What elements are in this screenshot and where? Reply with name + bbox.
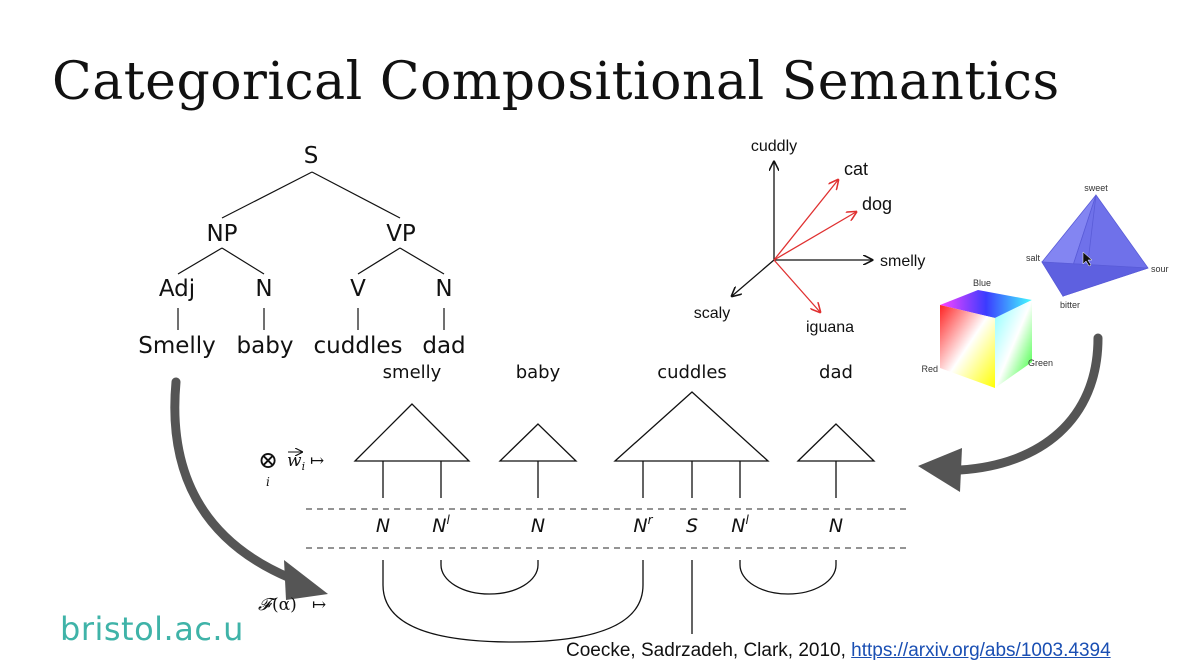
functor-arg: (α) xyxy=(272,595,297,615)
otimes-index: i xyxy=(266,475,270,489)
arrow-right xyxy=(955,333,1103,475)
type-labels: N Nl N Nr S Nl N xyxy=(376,513,843,537)
axis-scaly xyxy=(732,259,775,296)
tree-node-v: V xyxy=(350,276,366,302)
citation: Coecke, Sadrzadeh, Clark, 2010, https://… xyxy=(566,640,1111,662)
cup-wires xyxy=(382,560,837,643)
cube-label-red: Red xyxy=(921,364,938,374)
cube-label-blue: Blue xyxy=(973,278,991,288)
triangle-cuddles xyxy=(613,391,770,462)
cube-label-green: Green xyxy=(1028,358,1053,368)
axis-label-scaly: scaly xyxy=(694,305,730,322)
slide-title: Categorical Compositional Semantics xyxy=(52,52,1060,112)
tree-node-adj: Adj xyxy=(159,276,195,302)
cube-front-face xyxy=(940,305,995,388)
cup-baby-smelly xyxy=(440,560,539,595)
mapsto-symbol-2: ↦ xyxy=(312,595,326,615)
type-label-1: N xyxy=(376,515,390,537)
diagram-word-smelly: smelly xyxy=(383,362,442,383)
type-label-6: Nl xyxy=(731,513,749,537)
vector-label-dog: dog xyxy=(862,194,892,214)
type-label-3: N xyxy=(531,515,545,537)
taste-label-bitter: bitter xyxy=(1060,300,1080,310)
vector-space: cuddly smelly scaly cat dog iguana xyxy=(694,138,926,336)
triangle-smelly xyxy=(353,403,471,462)
vector-cat xyxy=(773,180,838,261)
parse-tree: S NP VP Adj N V N Smelly baby cuddles da… xyxy=(138,143,465,359)
word-triangles xyxy=(353,391,876,462)
taste-tetrahedron: sweet salt sour bitter xyxy=(1026,183,1169,310)
tree-word-2: baby xyxy=(237,333,294,359)
tree-node-n2: N xyxy=(435,276,452,302)
cup-outer xyxy=(382,560,644,643)
axis-label-cuddly: cuddly xyxy=(751,138,797,155)
axis-label-smelly: smelly xyxy=(880,253,925,270)
arrow-left xyxy=(170,377,295,583)
vector-label-cat: cat xyxy=(844,159,868,179)
cup-dad-cuddles xyxy=(739,560,837,595)
tree-word-1: Smelly xyxy=(138,333,216,359)
diagram-word-cuddles: cuddles xyxy=(657,362,727,383)
arrow-left-head xyxy=(284,560,328,600)
vector-label-iguana: iguana xyxy=(806,319,854,336)
curved-arrows xyxy=(170,333,1103,600)
bristol-logo: bristol.ac.u xyxy=(60,610,244,648)
mapsto-symbol-1: ↦ xyxy=(310,451,324,471)
tree-word-4: dad xyxy=(422,333,465,359)
string-diagram: smelly baby cuddles dad N Nl N Nr S xyxy=(258,362,906,643)
taste-label-sweet: sweet xyxy=(1084,183,1108,193)
taste-label-salt: salt xyxy=(1026,253,1041,263)
tree-node-s: S xyxy=(304,143,319,169)
triangle-dad xyxy=(796,423,876,462)
tree-node-n1: N xyxy=(255,276,272,302)
cube-top-face xyxy=(940,290,1032,318)
type-label-7: N xyxy=(829,515,843,537)
functor-formula: 𝓕 (α) ↦ xyxy=(258,595,326,615)
upper-wires xyxy=(382,461,837,498)
triangle-baby xyxy=(498,423,578,462)
citation-link[interactable]: https://arxiv.org/abs/1003.4394 xyxy=(851,640,1111,661)
diagram-word-dad: dad xyxy=(819,362,853,383)
diagram-word-baby: baby xyxy=(516,362,561,383)
otimes-symbol: ⊗ xyxy=(258,446,278,474)
type-label-2: Nl xyxy=(432,513,450,537)
type-label-4: Nr xyxy=(633,513,653,537)
vector-dog xyxy=(773,212,856,261)
tree-word-3: cuddles xyxy=(314,333,403,359)
type-label-5: S xyxy=(686,515,698,537)
color-cube: Blue Red Green xyxy=(921,278,1053,388)
vector-iguana xyxy=(773,259,820,312)
tree-node-np: NP xyxy=(206,221,237,247)
tree-edges xyxy=(177,171,445,330)
citation-authors: Coecke, Sadrzadeh, Clark, 2010, xyxy=(566,640,852,661)
tensor-formula: ⊗ i wi ↦ xyxy=(258,446,324,489)
cube-right-face xyxy=(995,300,1032,388)
tree-node-vp: VP xyxy=(386,221,416,247)
arrow-right-head xyxy=(918,448,962,492)
vector-w: wi xyxy=(287,451,305,473)
taste-label-sour: sour xyxy=(1151,264,1169,274)
